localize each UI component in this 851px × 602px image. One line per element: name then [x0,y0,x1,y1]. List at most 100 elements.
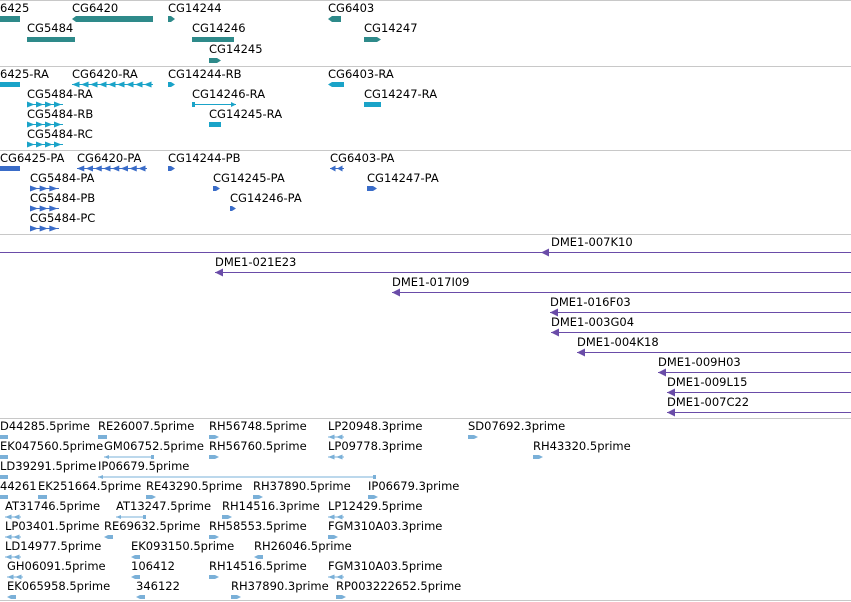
feature-glyph[interactable] [368,494,378,500]
feature-glyph[interactable] [7,574,23,580]
feature-glyph[interactable] [168,81,175,88]
feature-label[interactable]: EK047560.5prime [0,439,104,453]
feature-label[interactable]: CG14247-PA [367,171,439,185]
feature-glyph[interactable] [667,408,851,417]
feature-glyph[interactable] [116,514,146,520]
feature-label[interactable]: EK065958.5prime [7,579,111,593]
feature-label[interactable]: CG5484-PB [30,191,96,205]
feature-glyph[interactable] [146,494,156,500]
feature-label[interactable]: CG6420-PA [77,151,142,165]
feature-glyph[interactable] [168,165,175,172]
feature-label[interactable]: DME1-009L15 [667,375,748,389]
feature-glyph[interactable] [658,368,851,377]
feature-label[interactable]: CG14247 [364,21,418,35]
feature-glyph[interactable] [7,594,16,600]
feature-label[interactable]: FGM310A03.5prime [328,559,443,573]
feature-label[interactable]: RH56760.5prime [209,439,307,453]
feature-label[interactable]: LP03401.5prime [5,519,100,533]
feature-glyph[interactable] [209,534,219,540]
feature-glyph[interactable] [328,81,344,88]
feature-glyph[interactable] [550,308,851,317]
feature-glyph[interactable] [0,494,8,500]
feature-glyph[interactable] [328,574,344,580]
feature-glyph[interactable] [5,534,21,540]
feature-glyph[interactable] [27,36,75,43]
feature-label[interactable]: EK093150.5prime [131,539,235,553]
feature-glyph[interactable] [77,165,147,172]
feature-glyph[interactable] [192,36,234,43]
feature-label[interactable]: CG5484-PC [30,211,96,225]
feature-label[interactable]: IP06679.5prime [98,459,190,473]
feature-label[interactable]: CG5484-RC [27,127,93,141]
feature-glyph[interactable] [215,268,851,277]
feature-label[interactable]: CG5484 [27,21,74,35]
feature-label[interactable]: LP20948.3prime [328,419,423,433]
feature-label[interactable]: 106412 [131,559,175,573]
feature-label[interactable]: CG6403-RA [328,67,394,81]
feature-glyph[interactable] [27,141,63,148]
feature-glyph[interactable] [533,454,543,460]
feature-glyph[interactable] [5,514,21,520]
feature-glyph[interactable] [253,494,263,500]
feature-label[interactable]: CG14246 [192,21,246,35]
feature-label[interactable]: RH37890.5prime [253,479,351,493]
feature-label[interactable]: CG5484-RA [27,87,93,101]
feature-label[interactable]: CG14245-PA [213,171,285,185]
feature-glyph[interactable] [104,454,154,460]
feature-glyph[interactable] [328,454,344,460]
feature-glyph[interactable] [328,534,338,540]
feature-glyph[interactable] [72,15,153,23]
feature-label[interactable]: LP12429.5prime [328,499,423,513]
feature-label[interactable]: SD07692.3prime [468,419,566,433]
feature-glyph[interactable] [38,494,47,500]
feature-label[interactable]: LD14977.5prime [5,539,102,553]
feature-label[interactable]: RE69632.5prime [104,519,201,533]
feature-glyph[interactable] [667,388,851,397]
feature-label[interactable]: 44261 [0,479,37,493]
feature-glyph[interactable] [98,434,107,440]
feature-label[interactable]: CG5484-RB [27,107,94,121]
feature-label[interactable]: RE43290.5prime [146,479,243,493]
feature-label[interactable]: D44285.5prime [0,419,90,433]
feature-label[interactable]: RH26046.5prime [254,539,352,553]
feature-glyph[interactable] [0,248,851,257]
feature-label[interactable]: CG14245 [209,42,263,56]
feature-glyph[interactable] [392,288,851,297]
feature-label[interactable]: DME1-016F03 [550,295,631,309]
feature-glyph[interactable] [577,348,851,357]
feature-glyph[interactable] [328,15,341,23]
feature-label[interactable]: 6425-RA [0,67,49,81]
feature-label[interactable]: GH06091.5prime [7,559,106,573]
feature-label[interactable]: CG14245-RA [209,107,283,121]
feature-glyph[interactable] [30,225,59,232]
feature-label[interactable]: CG6420 [72,1,119,15]
feature-label[interactable]: RH14516.3prime [222,499,320,513]
feature-glyph[interactable] [168,15,175,23]
feature-glyph[interactable] [336,594,346,600]
feature-glyph[interactable] [98,474,376,480]
feature-label[interactable]: CG14246-PA [230,191,302,205]
feature-glyph[interactable] [364,36,381,43]
feature-glyph[interactable] [330,165,344,172]
feature-glyph[interactable] [551,328,851,337]
feature-label[interactable]: DME1-004K18 [577,335,659,349]
feature-label[interactable]: RH43320.5prime [533,439,631,453]
feature-glyph[interactable] [209,454,219,460]
feature-glyph[interactable] [209,574,219,580]
feature-glyph[interactable] [30,185,59,192]
feature-glyph[interactable] [468,434,478,440]
feature-label[interactable]: RH14516.5prime [209,559,307,573]
feature-glyph[interactable] [328,514,344,520]
feature-glyph[interactable] [0,474,8,480]
feature-label[interactable]: CG14244-PB [168,151,241,165]
feature-glyph[interactable] [213,185,220,192]
feature-label[interactable]: RE26007.5prime [98,419,195,433]
feature-glyph[interactable] [0,81,20,88]
feature-glyph[interactable] [209,57,221,64]
feature-label[interactable]: LP09778.3prime [328,439,423,453]
feature-label[interactable]: CG14247-RA [364,87,438,101]
feature-glyph[interactable] [131,554,140,560]
feature-label[interactable]: LD39291.5prime [0,459,97,473]
feature-glyph[interactable] [27,101,63,108]
feature-label[interactable]: CG6403-PA [330,151,395,165]
